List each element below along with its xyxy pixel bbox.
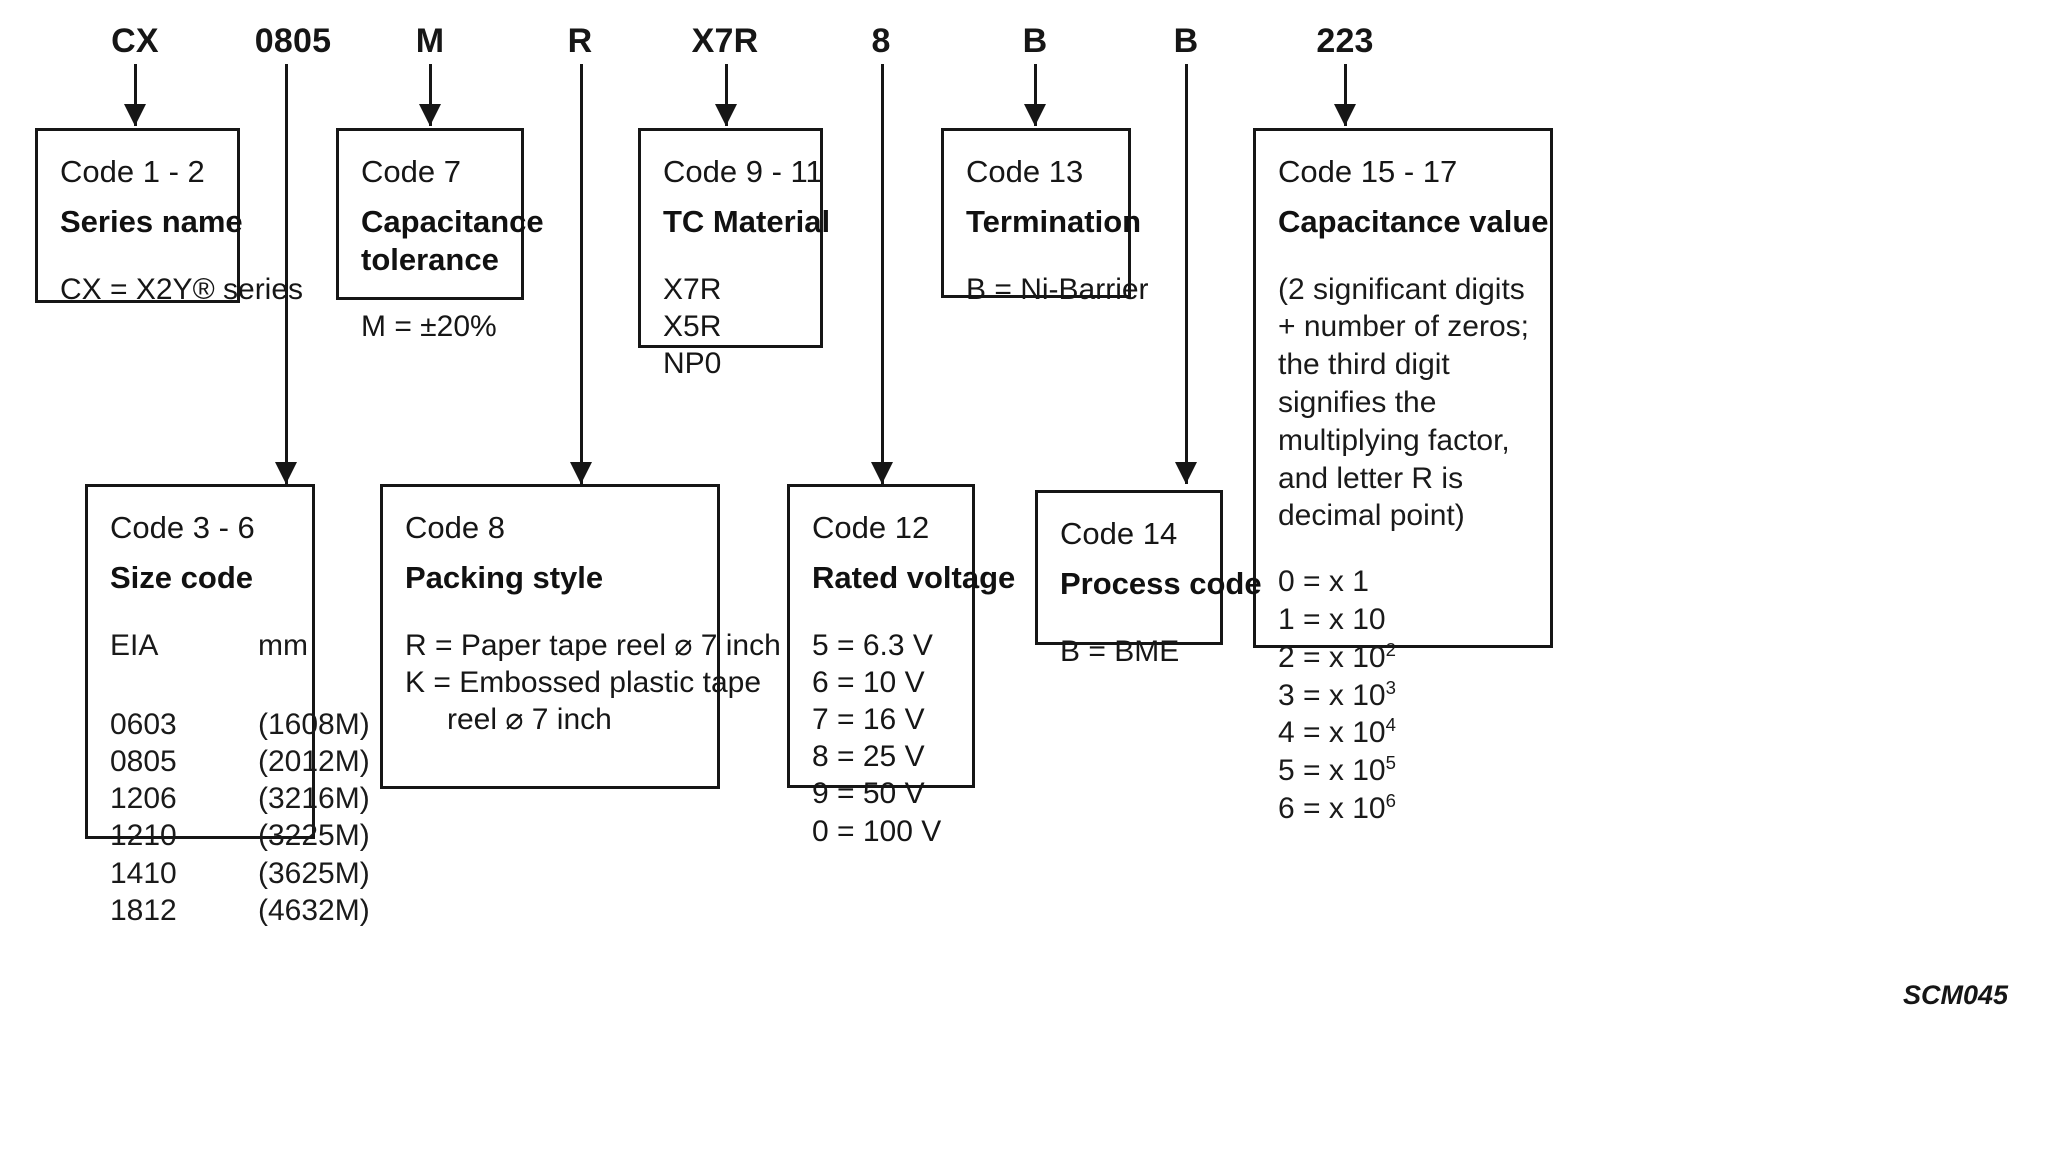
arrow-line-0805 (285, 64, 288, 484)
size-code-table: EIA mm 0603(1608M) 0805(2012M) 1206(3216M… (110, 627, 370, 929)
box-termination-code: Code 13 (966, 154, 1084, 189)
size-code-table-header: EIA mm (110, 627, 312, 664)
multiplier-row: 5 = x 105 (1278, 752, 1396, 788)
box-termination: Code 13 Termination B = Ni-Barrier (941, 128, 1149, 306)
tc-material-item: NP0 (663, 347, 722, 380)
box-capacitance-value-title: Capacitance value (1278, 203, 1549, 239)
multiplier-row: 1 = x 10 (1278, 603, 1386, 636)
box-process-code-title: Process code (1060, 565, 1262, 601)
box-termination-title: Termination (966, 203, 1142, 239)
box-capacitance-tolerance-body: M = ±20% (361, 310, 497, 344)
capacitance-multiplier-list: 0 = x 1 1 = x 10 2 = x 102 3 = x 103 4 =… (1278, 563, 1550, 828)
box-termination-body: B = Ni-Barrier (966, 272, 1149, 306)
part-segment-label-m: M (415, 22, 445, 60)
arrow-line-x7r (725, 64, 728, 126)
multiplier-row: 2 = x 102 (1278, 638, 1396, 674)
packing-style-line: K = Embossed plastic tape (405, 665, 762, 699)
box-size-code-title: Size code (110, 559, 253, 595)
arrow-line-8 (881, 64, 884, 484)
part-segment-label-b-termination: B (1022, 22, 1048, 60)
multiplier-row: 0 = x 1 (1278, 565, 1369, 599)
arrow-line-b-process (1185, 64, 1188, 484)
box-capacitance-tolerance-title2: tolerance (361, 241, 499, 277)
arrow-head-8 (871, 462, 893, 484)
box-rated-voltage-body: 5 = 6.3 V 6 = 10 V 7 = 16 V 8 = 25 V 9 =… (812, 627, 972, 850)
packing-style-line: reel ⌀ 7 inch (447, 703, 612, 736)
part-segment-label-x7r: X7R (691, 22, 759, 60)
box-size-code-code: Code 3 - 6 (110, 510, 255, 545)
multiplier-row: 6 = x 106 (1278, 789, 1396, 825)
box-capacitance-value: Code 15 - 17 Capacitance value (2 signif… (1253, 128, 1553, 825)
arrow-line-223 (1344, 64, 1347, 126)
box-packing-style-title: Packing style (405, 559, 604, 595)
size-code-column-mm: mm (258, 628, 308, 662)
arrow-line-r (580, 64, 583, 484)
box-capacitance-tolerance-code: Code 7 (361, 154, 461, 189)
box-tc-material: Code 9 - 11 TC Material X7R X5R NP0 (638, 128, 831, 380)
arrow-line-m (429, 64, 432, 126)
box-packing-style-body: R = Paper tape reel ⌀ 7 inch K = Embosse… (405, 627, 781, 739)
arrow-head-b-termination (1024, 104, 1046, 126)
box-capacitance-value-code: Code 15 - 17 (1278, 154, 1458, 189)
box-tc-material-body: X7R X5R NP0 (663, 271, 820, 383)
box-packing-style: Code 8 Packing style R = Paper tape reel… (380, 484, 781, 789)
box-capacitance-value-note: (2 significant digits + number of zeros;… (1278, 272, 1529, 533)
box-capacitance-tolerance: Code 7 Capacitance tolerance M = ±20% (336, 128, 544, 343)
box-packing-style-code: Code 8 (405, 510, 505, 545)
part-segment-label-r: R (567, 22, 593, 60)
rated-voltage-line: 5 = 6.3 V (812, 628, 933, 662)
box-rated-voltage: Code 12 Rated voltage 5 = 6.3 V 6 = 10 V… (787, 484, 1016, 848)
size-code-row: 0805(2012M) (110, 745, 370, 778)
rated-voltage-line: 8 = 25 V (812, 740, 925, 774)
part-segment-label-cx: CX (111, 22, 159, 60)
box-series-name: Code 1 - 2 Series name CX = X2Y® series (35, 128, 303, 306)
arrow-head-b-process (1175, 462, 1197, 484)
size-code-row: 1410(3625M) (110, 856, 370, 890)
arrow-head-m (419, 104, 441, 126)
arrow-head-0805 (275, 462, 297, 484)
multiplier-row: 3 = x 103 (1278, 676, 1396, 712)
part-segment-label-b-process: B (1173, 22, 1199, 60)
rated-voltage-line: 0 = 100 V (812, 814, 942, 848)
box-rated-voltage-code: Code 12 (812, 510, 930, 545)
tc-material-item: X7R (663, 272, 722, 306)
rated-voltage-line: 6 = 10 V (812, 665, 925, 699)
tc-material-item: X5R (663, 309, 722, 343)
figure-reference-id: SCM045 (1903, 980, 2009, 1010)
box-series-name-body: CX = X2Y® series (60, 272, 304, 306)
packing-style-line: R = Paper tape reel ⌀ 7 inch (405, 628, 781, 662)
box-process-code-code: Code 14 (1060, 516, 1178, 551)
box-rated-voltage-title: Rated voltage (812, 559, 1016, 595)
size-code-row: 1206(3216M) (110, 782, 370, 816)
box-series-name-code: Code 1 - 2 (60, 154, 205, 189)
box-capacitance-tolerance-title1: Capacitance (361, 203, 544, 239)
size-code-column-eia: EIA (110, 628, 159, 662)
arrow-line-cx (134, 64, 137, 126)
part-segment-label-223: 223 (1316, 22, 1374, 60)
part-segment-label-0805: 0805 (254, 22, 332, 60)
arrow-head-x7r (715, 104, 737, 126)
part-segment-label-8: 8 (871, 22, 891, 60)
box-series-name-title: Series name (60, 203, 243, 239)
size-code-row: 1210(3225M) (110, 819, 370, 853)
arrow-head-223 (1334, 104, 1356, 126)
size-code-row: 1812(4632M) (110, 893, 370, 927)
arrow-head-r (570, 462, 592, 484)
rated-voltage-line: 9 = 50 V (812, 777, 925, 811)
multiplier-row: 4 = x 104 (1278, 714, 1396, 750)
size-code-row: 0603(1608M) (110, 707, 370, 741)
arrow-line-b-termination (1034, 64, 1037, 126)
box-process-code-body: B = BME (1060, 634, 1180, 668)
box-tc-material-title: TC Material (663, 203, 831, 239)
box-tc-material-code: Code 9 - 11 (663, 154, 823, 189)
rated-voltage-line: 7 = 16 V (812, 703, 925, 736)
box-process-code: Code 14 Process code B = BME (1035, 490, 1262, 668)
box-size-code: Code 3 - 6 Size code EIA mm 0603(1608M) 0… (85, 484, 370, 927)
arrow-head-cx (124, 104, 146, 126)
